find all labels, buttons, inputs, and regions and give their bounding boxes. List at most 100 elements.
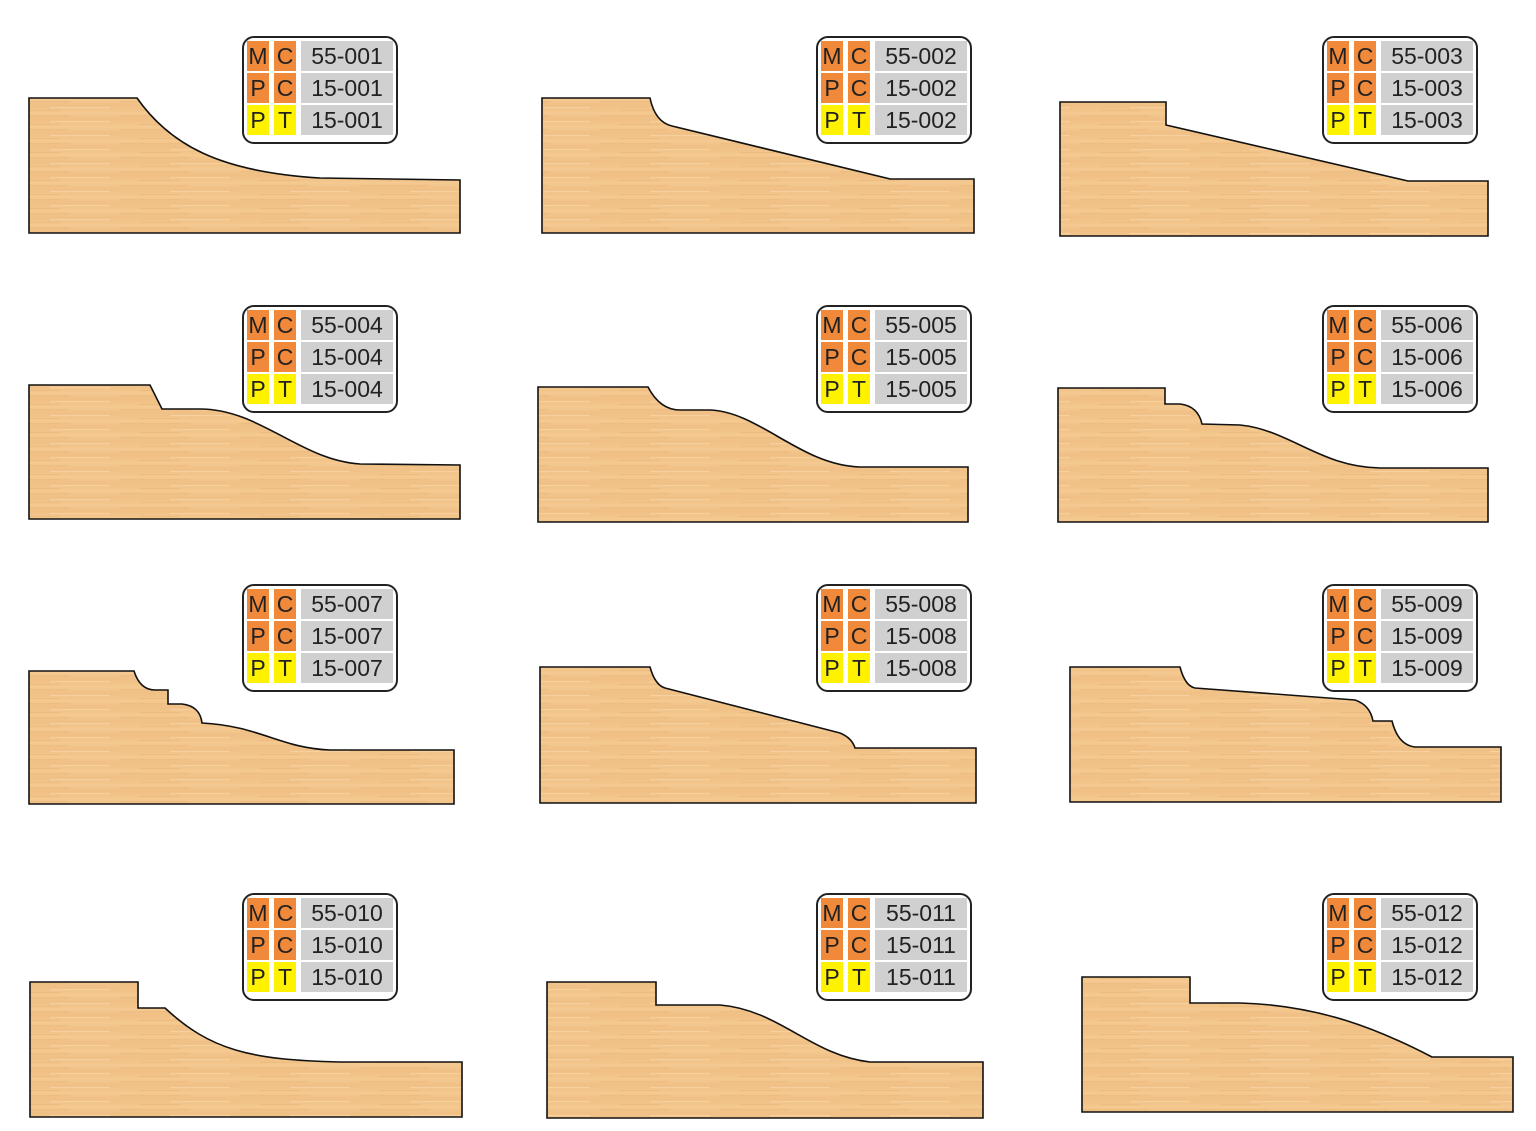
part-number: 55-012 — [1381, 898, 1473, 928]
part-number: 15-011 — [875, 930, 967, 960]
part-number: 15-002 — [875, 105, 967, 135]
code-letter: C — [1354, 342, 1376, 372]
code-letter: P — [821, 342, 843, 372]
code-letter: M — [247, 41, 269, 71]
part-number: 15-008 — [875, 653, 967, 683]
part-number: 15-008 — [875, 621, 967, 651]
part-number: 55-005 — [875, 310, 967, 340]
code-letter: C — [274, 41, 296, 71]
code-letter: P — [247, 962, 269, 992]
code-letter: C — [274, 621, 296, 651]
part-number: 55-003 — [1381, 41, 1473, 71]
code-letter: C — [274, 342, 296, 372]
part-number: 15-010 — [301, 962, 393, 992]
code-letter: C — [848, 310, 870, 340]
part-number: 15-012 — [1381, 930, 1473, 960]
code-letter: M — [247, 310, 269, 340]
part-number: 15-006 — [1381, 342, 1473, 372]
code-letter: P — [247, 621, 269, 651]
code-letter: P — [1327, 105, 1349, 135]
profile-shape-002 — [541, 97, 975, 234]
code-letter: P — [821, 105, 843, 135]
code-letter: C — [848, 589, 870, 619]
code-letter: T — [848, 374, 870, 404]
part-number: 15-007 — [301, 653, 393, 683]
code-letter: P — [247, 105, 269, 135]
part-number: 55-004 — [301, 310, 393, 340]
code-letter: T — [1354, 374, 1376, 404]
part-number: 15-001 — [301, 73, 393, 103]
code-letter: C — [1354, 898, 1376, 928]
code-letter: C — [848, 342, 870, 372]
code-letter: T — [848, 962, 870, 992]
code-letter: P — [247, 930, 269, 960]
profile-shape-009 — [1069, 666, 1502, 803]
code-letter: C — [1354, 73, 1376, 103]
code-letter: C — [1354, 41, 1376, 71]
profile-shape-001 — [28, 97, 461, 234]
code-letter: P — [821, 653, 843, 683]
part-number: 55-002 — [875, 41, 967, 71]
part-number: 15-005 — [875, 374, 967, 404]
part-number: 55-010 — [301, 898, 393, 928]
part-number: 55-001 — [301, 41, 393, 71]
code-letter: C — [1354, 310, 1376, 340]
part-number: 15-005 — [875, 342, 967, 372]
part-number: 55-008 — [875, 589, 967, 619]
part-number: 55-006 — [1381, 310, 1473, 340]
code-letter: P — [247, 342, 269, 372]
code-letter: C — [274, 898, 296, 928]
code-letter: P — [821, 930, 843, 960]
code-letter: M — [1327, 310, 1349, 340]
part-number: 55-007 — [301, 589, 393, 619]
profile-shape-008 — [539, 666, 977, 804]
code-letter: T — [274, 374, 296, 404]
code-letter: T — [274, 105, 296, 135]
part-number: 15-006 — [1381, 374, 1473, 404]
code-letter: T — [274, 653, 296, 683]
code-letter: M — [247, 898, 269, 928]
code-letter: C — [848, 621, 870, 651]
code-letter: M — [821, 41, 843, 71]
code-letter: C — [274, 930, 296, 960]
part-number: 15-007 — [301, 621, 393, 651]
code-letter: T — [848, 653, 870, 683]
code-letter: T — [848, 105, 870, 135]
part-number: 15-009 — [1381, 621, 1473, 651]
code-letter: C — [848, 930, 870, 960]
part-number: 15-003 — [1381, 73, 1473, 103]
part-number: 15-004 — [301, 342, 393, 372]
code-letter: C — [848, 73, 870, 103]
part-number: 55-009 — [1381, 589, 1473, 619]
profile-shape-011 — [546, 981, 984, 1119]
code-letter: P — [821, 73, 843, 103]
code-letter: P — [821, 962, 843, 992]
code-letter: P — [1327, 621, 1349, 651]
